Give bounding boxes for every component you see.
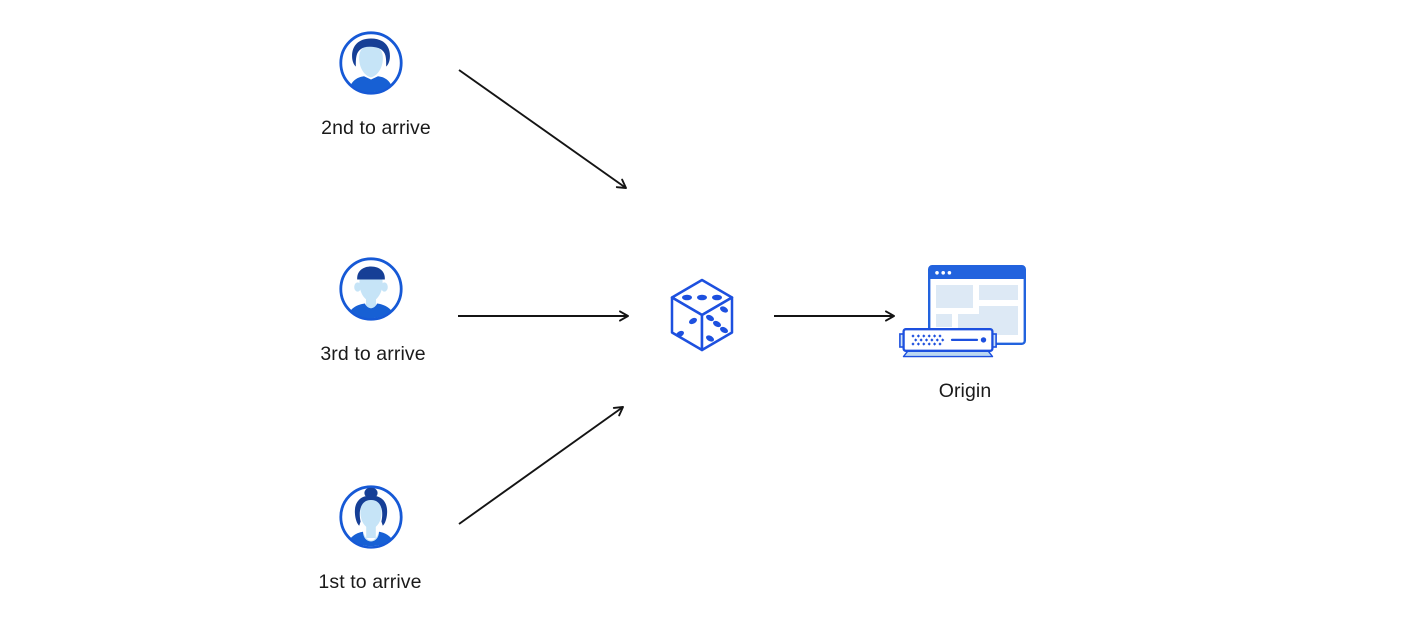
node-visitor-2nd [338, 30, 404, 96]
male-flattop-avatar-icon [339, 257, 403, 321]
node-visitor-1st [338, 484, 404, 550]
female-avatar-icon [339, 485, 403, 549]
origin-browser-window [928, 265, 1026, 345]
dice-icon [670, 278, 734, 352]
origin-label: Origin [938, 380, 992, 402]
visitor-3rd-label: 3rd to arrive [320, 343, 426, 365]
male-avatar-icon [339, 31, 403, 95]
arrow-visitor-1st-to-dice [458, 406, 624, 525]
node-visitor-3rd [338, 256, 404, 322]
arrow-visitor-2nd-to-dice [458, 69, 627, 189]
visitor-1st-label: 1st to arrive [318, 571, 422, 593]
server-icon [899, 328, 997, 358]
origin-server-appliance [899, 328, 997, 360]
node-random-selector [667, 277, 737, 353]
browser-window-icon [928, 265, 1026, 345]
visitor-2nd-label: 2nd to arrive [321, 117, 431, 139]
